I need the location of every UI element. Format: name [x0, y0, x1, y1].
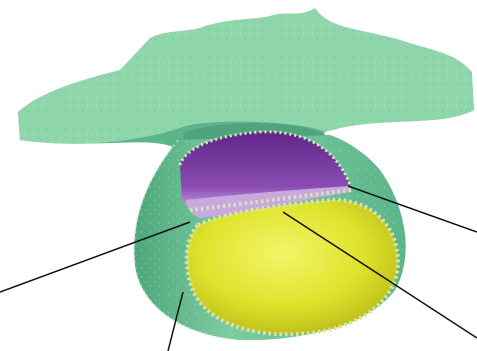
- dome-shell: [18, 8, 474, 150]
